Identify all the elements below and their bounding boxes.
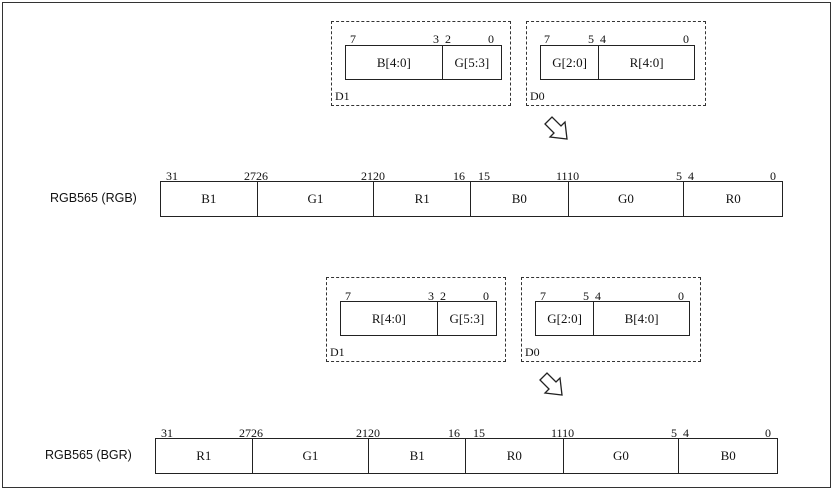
top-d1-bit: 2	[445, 32, 451, 46]
register-cell: B0	[720, 448, 736, 463]
top-d0-bit: 0	[683, 32, 689, 46]
register-cell: G[5:3]	[449, 310, 485, 326]
register-cell: R1	[156, 439, 253, 473]
outer-frame	[2, 2, 831, 488]
register-cell: B[4:0]	[624, 310, 659, 326]
top-d1-bit: 3	[433, 32, 439, 46]
bottom-row-bit: 4	[683, 426, 689, 440]
top-row-bit: 4	[688, 169, 694, 183]
register-cell: R1	[374, 182, 471, 216]
bottom-row-bit: 31	[161, 426, 173, 440]
top-d1-register: B[4:0] G[5:3]	[345, 45, 502, 80]
top-row-bit: 0	[770, 169, 776, 183]
top-row-bit: 16	[453, 169, 465, 183]
bottom-bgr-register: R1 G1 B1 R0 G0 B0	[155, 438, 778, 474]
bottom-row-bit: 2726	[239, 426, 263, 440]
top-row-bit: 1110	[556, 169, 580, 183]
bottom-d1-label: D1	[330, 345, 345, 359]
down-right-arrow-icon	[544, 116, 568, 140]
register-cell: G1	[258, 182, 375, 216]
bottom-d1-bit: 7	[345, 289, 351, 303]
bottom-d0-bit: 0	[678, 289, 684, 303]
bottom-row-bit: 1110	[551, 426, 575, 440]
register-cell: G[2:0]	[541, 46, 600, 79]
top-d1-bit: 0	[488, 32, 494, 46]
bottom-d0-bit: 5	[583, 289, 589, 303]
register-cell: G0	[569, 182, 685, 216]
top-row-bit: 31	[166, 169, 178, 183]
register-cell: R0	[725, 191, 741, 206]
bottom-d0-bit: 4	[595, 289, 601, 303]
register-cell: B[4:0]	[346, 46, 443, 79]
top-row-bit: 2726	[244, 169, 268, 183]
top-d0-bit: 4	[600, 32, 606, 46]
register-cell: R[4:0]	[629, 54, 664, 70]
top-row-label: RGB565 (RGB)	[50, 191, 137, 205]
bottom-d1-bit: 0	[483, 289, 489, 303]
top-d1-bit: 7	[350, 32, 356, 46]
top-row-bit: 15	[478, 169, 490, 183]
register-cell: G0	[564, 439, 680, 473]
bottom-row-bit: 2120	[356, 426, 380, 440]
bottom-d0-bit: 7	[540, 289, 546, 303]
top-d0-label: D0	[530, 89, 545, 103]
top-d0-bit: 5	[588, 32, 594, 46]
bottom-d0-label: D0	[525, 345, 540, 359]
bottom-d1-box	[326, 277, 506, 362]
down-right-arrow-icon	[539, 372, 563, 396]
bottom-d1-register: R[4:0] G[5:3]	[340, 301, 497, 336]
top-d0-register: G[2:0] R[4:0]	[540, 45, 695, 80]
register-cell: B0	[471, 182, 569, 216]
register-cell: G[5:3]	[454, 54, 490, 70]
top-d1-label: D1	[335, 89, 350, 103]
top-row-bit: 2120	[361, 169, 385, 183]
register-cell: G[2:0]	[536, 302, 595, 335]
bottom-d0-register: G[2:0] B[4:0]	[535, 301, 690, 336]
bottom-row-label: RGB565 (BGR)	[45, 448, 132, 462]
top-row-bit: 5	[676, 169, 682, 183]
top-rgb-register: B1 G1 R1 B0 G0 R0	[160, 181, 783, 217]
register-cell: R0	[466, 439, 564, 473]
register-cell: B1	[161, 182, 258, 216]
top-d0-box	[526, 21, 706, 106]
bottom-d1-bit: 3	[428, 289, 434, 303]
bottom-row-bit: 5	[671, 426, 677, 440]
bottom-row-bit: 15	[473, 426, 485, 440]
bottom-d1-bit: 2	[440, 289, 446, 303]
top-d1-box	[331, 21, 511, 106]
register-cell: R[4:0]	[341, 302, 438, 335]
register-cell: G1	[253, 439, 370, 473]
register-cell: B1	[369, 439, 466, 473]
bottom-d0-box	[521, 277, 701, 362]
top-d0-bit: 7	[544, 32, 550, 46]
bottom-row-bit: 16	[448, 426, 460, 440]
bottom-row-bit: 0	[765, 426, 771, 440]
